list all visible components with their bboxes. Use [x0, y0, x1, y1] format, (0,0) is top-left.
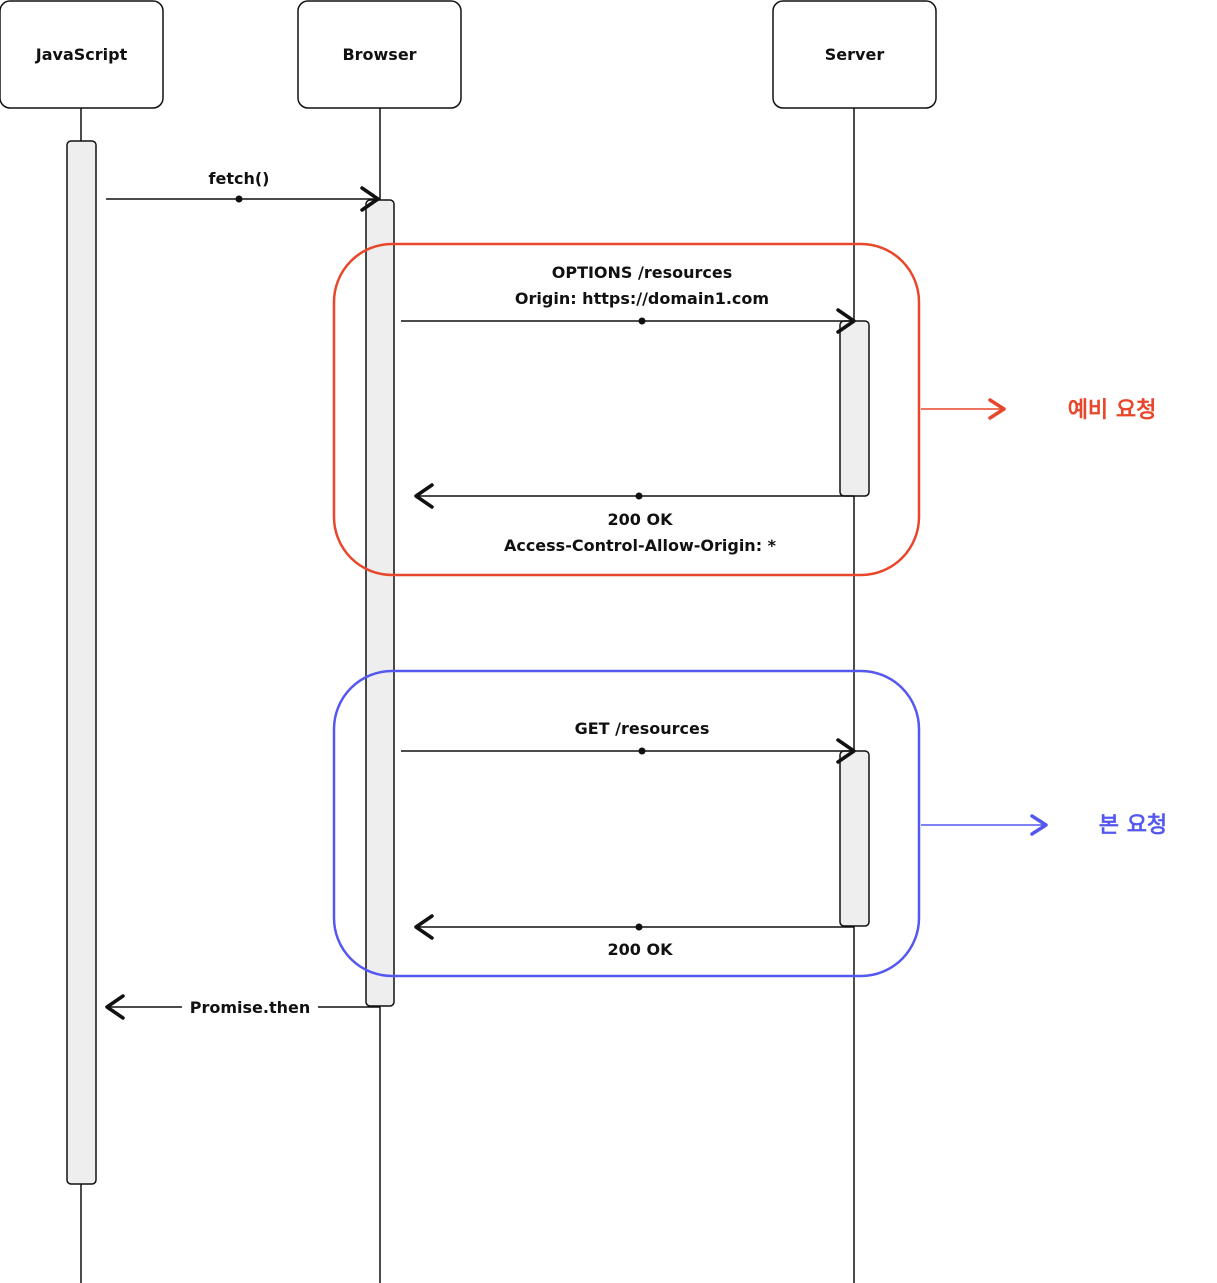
main-group-box: [332, 669, 921, 978]
server-activation-main: [839, 750, 870, 927]
message-get-response: 200 OK: [414, 914, 854, 959]
message-get: GET /resources: [401, 719, 856, 764]
message-preflight-response: 200 OK Access-Control-Allow-Origin: *: [414, 483, 854, 555]
message-get-label: GET /resources: [575, 719, 710, 738]
preflight-group-box: [332, 242, 921, 577]
message-fetch: fetch(): [106, 169, 380, 212]
actor-server: Server: [772, 0, 937, 109]
message-fetch-label: fetch(): [209, 169, 270, 188]
javascript-activation: [66, 140, 97, 1185]
actor-javascript-label: JavaScript: [35, 45, 128, 64]
actor-javascript: JavaScript: [0, 0, 164, 109]
browser-activation: [365, 199, 395, 1007]
preflight-callout: 예비 요청: [921, 398, 1156, 423]
preflight-label: 예비 요청: [1068, 398, 1157, 423]
actor-browser: Browser: [297, 0, 462, 109]
message-promise-then-label: Promise.then: [190, 998, 311, 1017]
main-callout: 본 요청: [921, 813, 1167, 838]
message-preflight-response-line2: Access-Control-Allow-Origin: *: [504, 536, 777, 555]
message-options: OPTIONS /resources Origin: https://domai…: [401, 263, 856, 334]
message-promise-then: Promise.then: [105, 994, 380, 1020]
message-options-line1: OPTIONS /resources: [552, 263, 733, 282]
server-activation-preflight: [839, 320, 870, 497]
actor-browser-label: Browser: [342, 45, 416, 64]
main-label: 본 요청: [1099, 813, 1167, 838]
message-preflight-response-line1: 200 OK: [608, 510, 674, 529]
message-get-response-label: 200 OK: [608, 940, 674, 959]
actor-server-label: Server: [825, 45, 885, 64]
message-options-line2: Origin: https://domain1.com: [515, 289, 769, 308]
